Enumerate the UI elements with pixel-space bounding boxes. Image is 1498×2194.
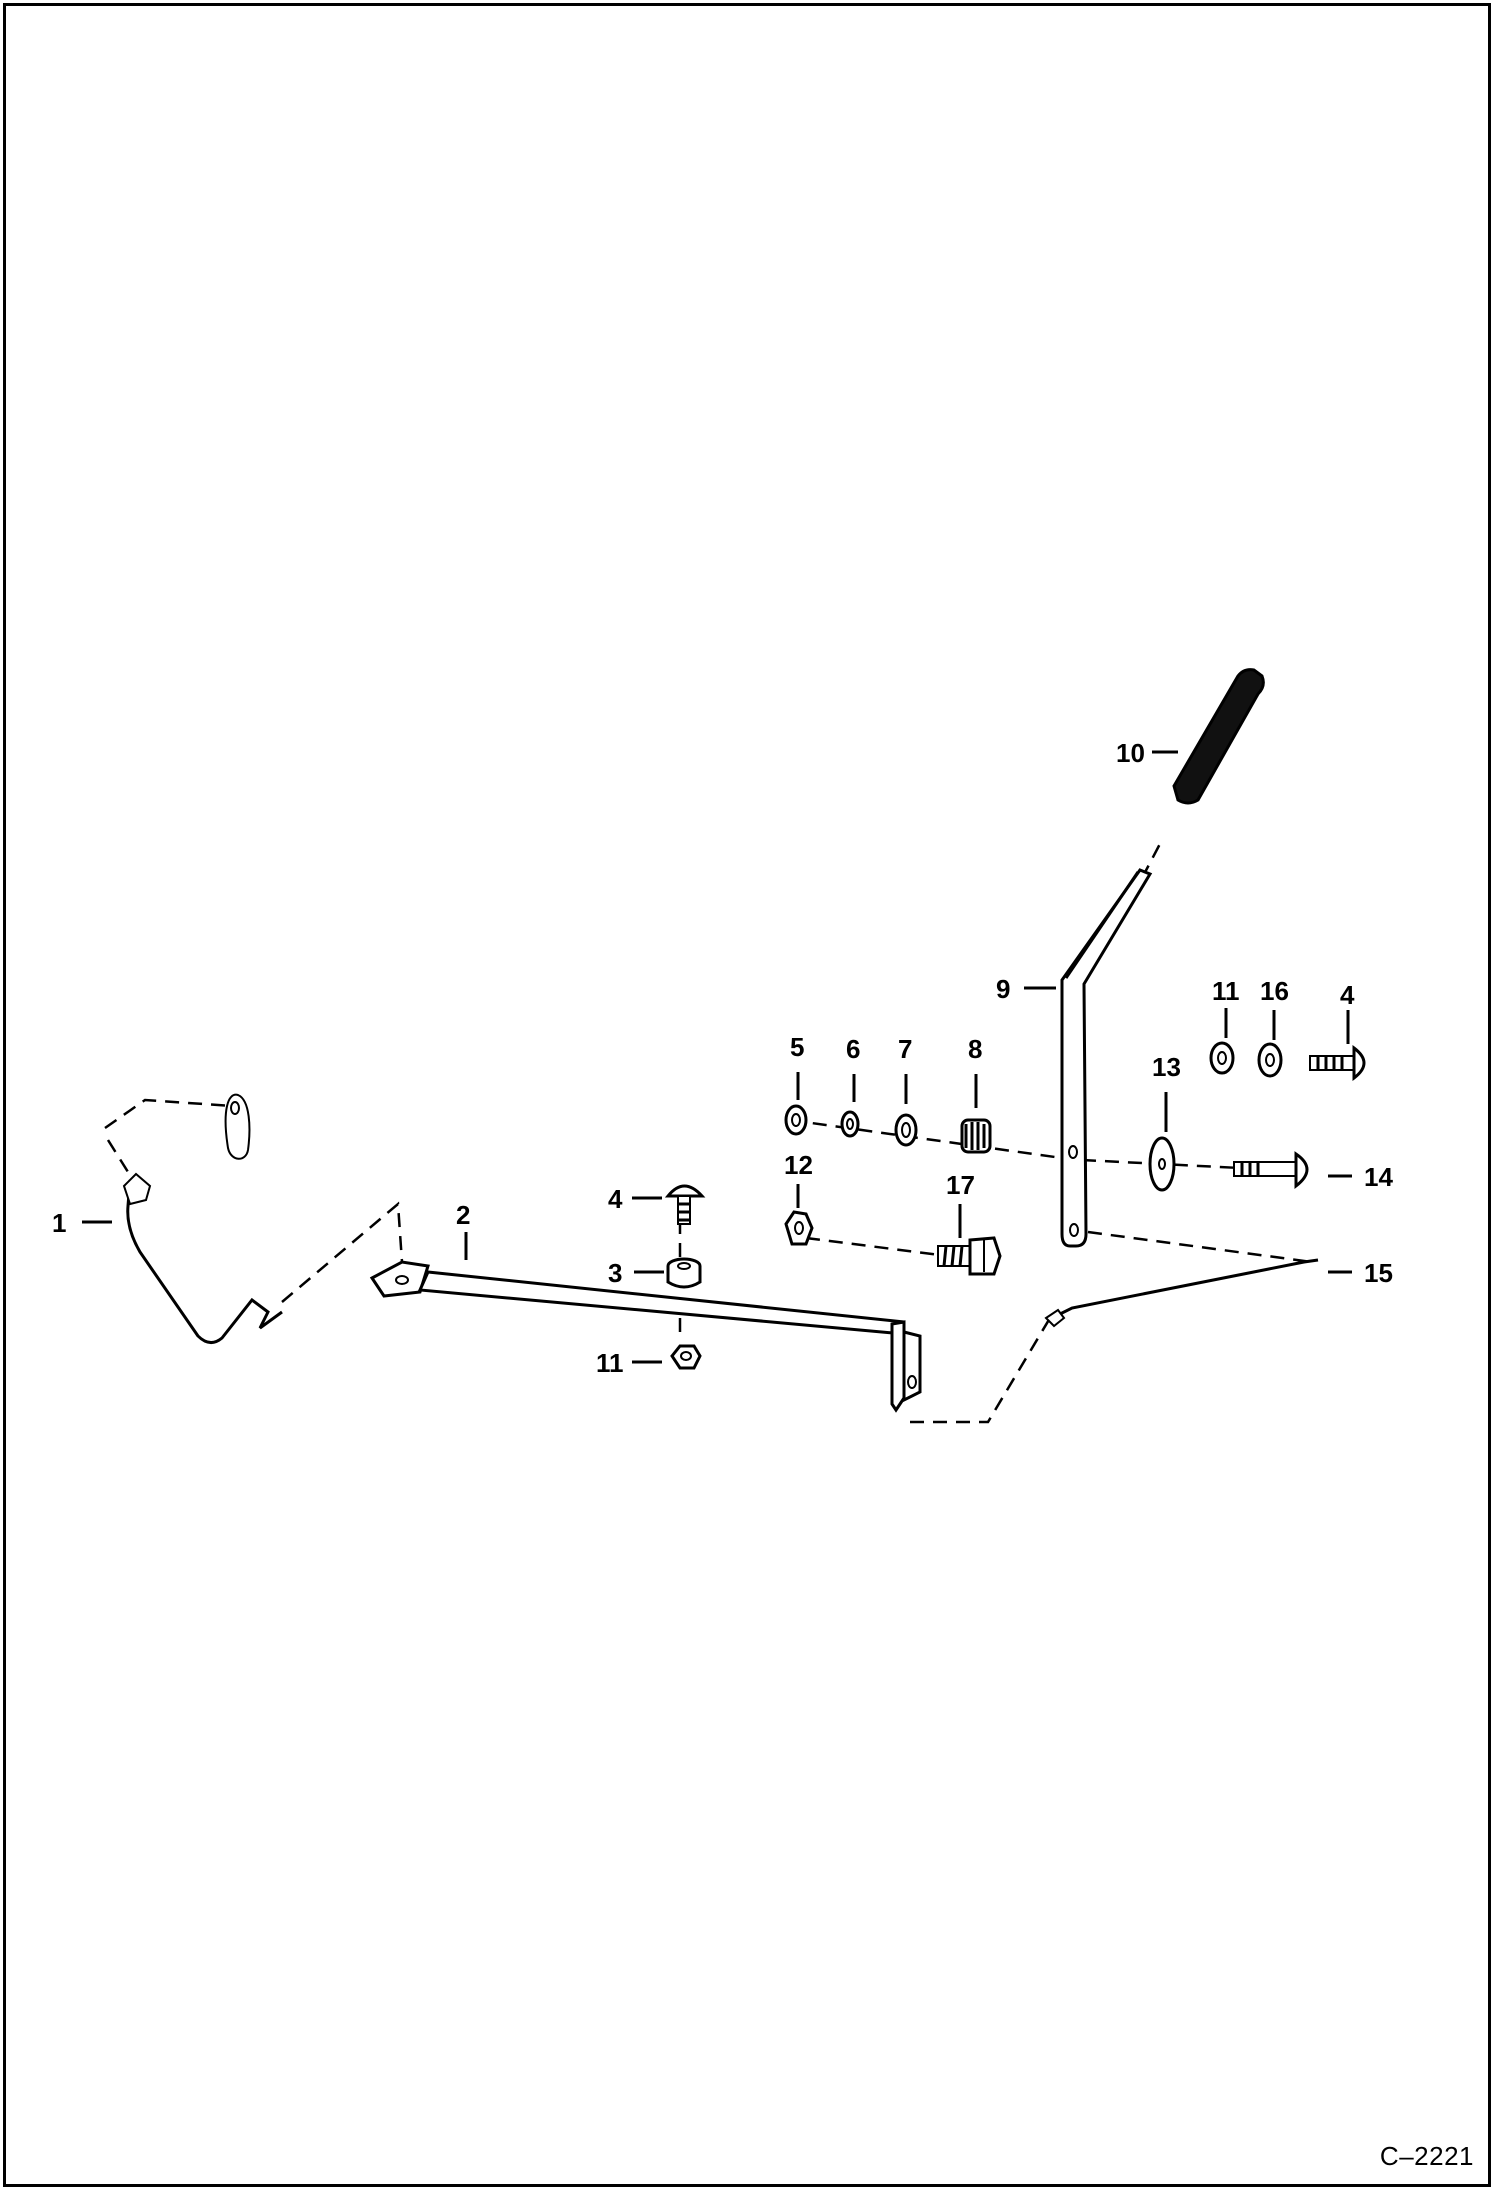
part-1-linkage-rod [122, 1093, 283, 1344]
callout-11-lower: 11 [596, 1348, 624, 1378]
callout-12: 12 [784, 1150, 813, 1180]
drawing-frame [3, 3, 1491, 2187]
part-6-washer [840, 1110, 860, 1138]
callout-14: 14 [1364, 1162, 1393, 1192]
callout-1: 1 [52, 1208, 66, 1238]
callout-6: 6 [846, 1034, 860, 1064]
callout-10: 10 [1116, 738, 1145, 768]
part-9-lever [1060, 868, 1153, 1248]
part-10-handle-grip [1172, 668, 1265, 805]
part-7-washer [894, 1113, 918, 1147]
part-16-washer [1257, 1042, 1283, 1078]
callout-8: 8 [968, 1034, 982, 1064]
callout-leaders [82, 750, 1352, 1364]
callout-4-lower: 4 [608, 1184, 623, 1214]
part-3-spacer [666, 1257, 702, 1289]
part-2-bar-bracket [369, 1260, 922, 1413]
callout-11-upper: 11 [1212, 976, 1240, 1006]
part-17-hex-bolt [937, 1236, 1002, 1276]
callout-17: 17 [946, 1170, 975, 1200]
part-11-nut-lower [670, 1344, 702, 1370]
callout-16: 16 [1260, 976, 1289, 1006]
callout-13: 13 [1152, 1052, 1181, 1082]
callout-5: 5 [790, 1032, 804, 1062]
part-8-spring [960, 1118, 992, 1154]
part-12-nut [784, 1210, 814, 1246]
callout-9: 9 [996, 974, 1010, 1004]
figure-code: C–2221 [1379, 2141, 1474, 2171]
callout-7: 7 [898, 1034, 912, 1064]
callout-4-upper: 4 [1340, 980, 1355, 1010]
part-4-bolt-upper [1309, 1044, 1366, 1082]
callout-labels: 1 2 3 4 11 5 6 7 8 12 17 9 10 11 16 4 13… [52, 738, 1393, 1378]
callout-2: 2 [456, 1200, 470, 1230]
callout-15: 15 [1364, 1258, 1393, 1288]
callout-3: 3 [608, 1258, 622, 1288]
part-14-long-bolt [1233, 1151, 1309, 1190]
part-11-nut-upper [1209, 1041, 1235, 1075]
assembly-lines [104, 839, 1313, 1424]
part-15-rod [1044, 1258, 1319, 1328]
part-5-nut [784, 1104, 808, 1136]
part-13-large-washer [1148, 1136, 1176, 1192]
part-4-bolt-lower [664, 1184, 706, 1225]
